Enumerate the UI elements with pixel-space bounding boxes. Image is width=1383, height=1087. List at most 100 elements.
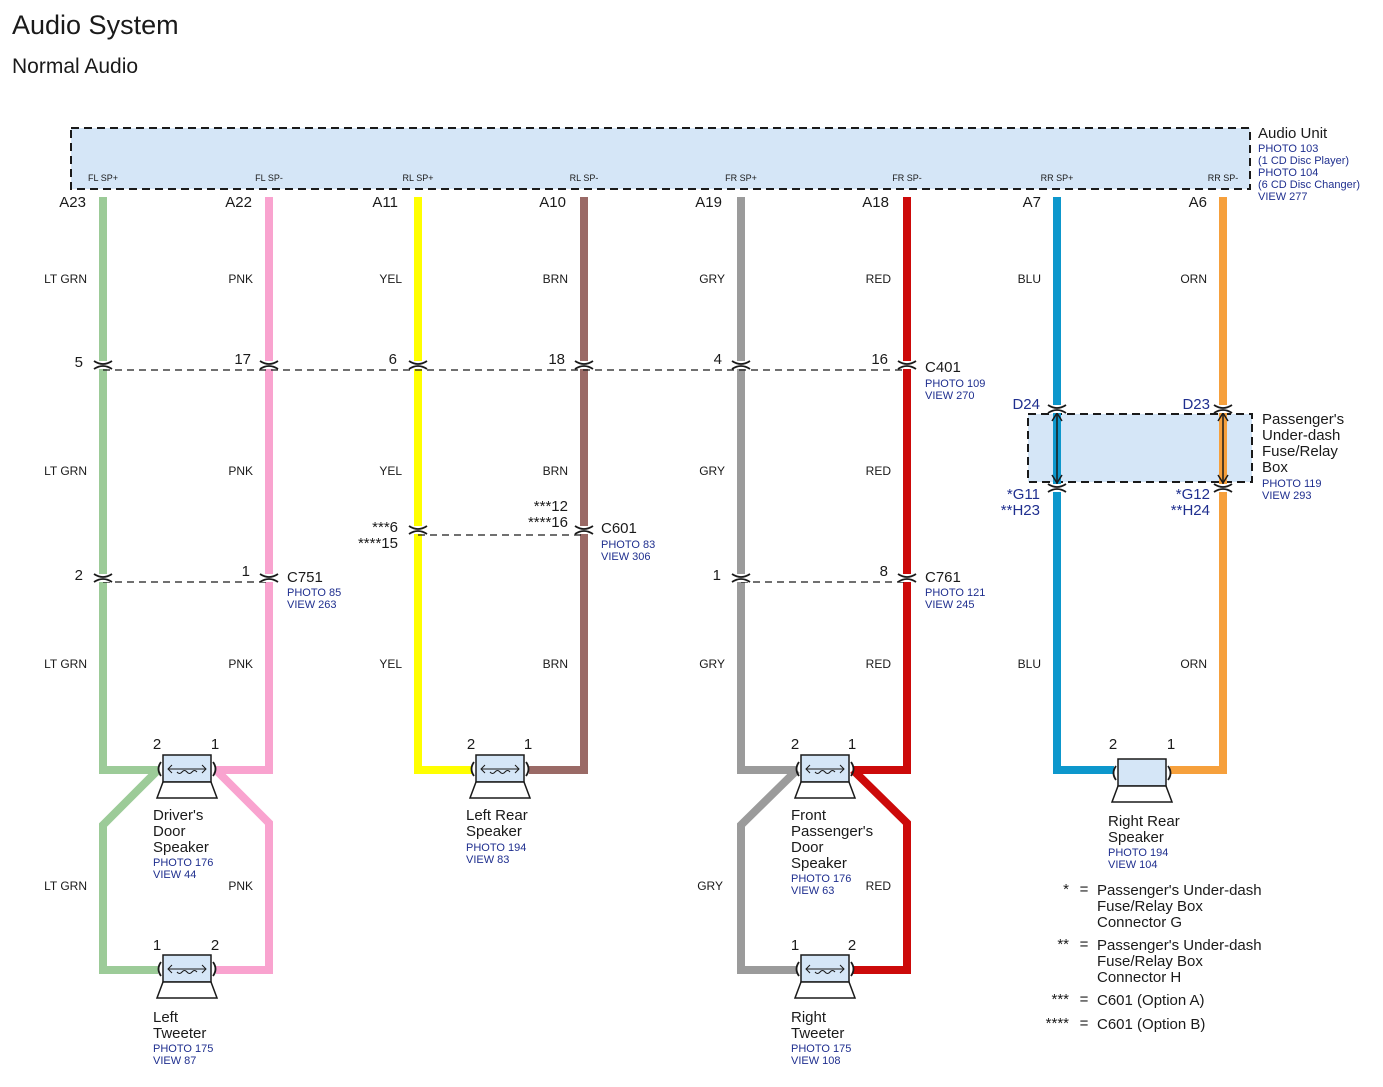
wires — [99, 197, 1227, 974]
speaker-icon — [468, 754, 532, 799]
terminal-label: RL SP- — [570, 173, 599, 183]
legend-equals: = — [1080, 1015, 1089, 1032]
page-title: Audio System — [12, 10, 179, 40]
legend-equals: = — [1080, 936, 1089, 953]
wire-color-label: LT GRN — [44, 464, 87, 478]
connector-pin-mark — [259, 360, 279, 370]
fuse-box-jumpers — [1051, 411, 1229, 485]
c601-pin: ****15 — [358, 535, 398, 552]
legend-text: Connector G — [1097, 914, 1182, 931]
speaker-symbols — [155, 754, 1174, 999]
right-tweeter-ref: PHOTO 175 — [791, 1043, 851, 1055]
connector-pin-mark — [731, 573, 751, 583]
wire-lt-grn — [99, 197, 158, 774]
legend-symbol: **** — [1046, 1015, 1070, 1032]
legend-text: C601 (Option A) — [1097, 992, 1205, 1009]
wire-color-label: LT GRN — [44, 879, 87, 893]
speaker-icon — [1110, 758, 1174, 803]
wire-color-label: BRN — [543, 657, 568, 671]
wire-color-label: RED — [866, 657, 892, 671]
fuse-box-name: Fuse/Relay — [1262, 443, 1338, 460]
fuse-box-pin: *G12 — [1176, 486, 1210, 503]
audio-unit-ref: PHOTO 103 — [1258, 143, 1318, 155]
drivers-speaker-name: Speaker — [153, 839, 209, 856]
legend-symbol: *** — [1051, 991, 1069, 1008]
wire-gry — [737, 767, 800, 974]
c601-pin: ***12 — [534, 498, 568, 515]
left-tweeter-name: Left — [153, 1009, 179, 1026]
c601-name: C601 — [601, 520, 637, 537]
page-subtitle: Normal Audio — [12, 55, 138, 78]
fuse-box-pin: D24 — [1012, 396, 1040, 413]
wire-color-label: PNK — [228, 879, 253, 893]
fuse-relay-box — [1027, 413, 1253, 483]
connector-pin-mark — [897, 360, 917, 370]
terminal-label: FR SP- — [892, 173, 922, 183]
wire-pnk — [216, 197, 273, 774]
right-tweeter-pin: 1 — [791, 937, 799, 954]
right-tweeter-name: Right — [791, 1009, 827, 1026]
wire-color-label: GRY — [699, 464, 725, 478]
front-pass-speaker-name: Speaker — [791, 855, 847, 872]
c401-pin: 16 — [871, 351, 888, 368]
front-pass-speaker-ref: VIEW 63 — [791, 885, 834, 897]
fuse-box-pin: **H23 — [1001, 502, 1040, 519]
legend-text: Connector H — [1097, 969, 1181, 986]
speaker-pins: 2 1 1 2 2 1 2 1 1 2 2 1 — [153, 736, 1175, 954]
connector-pin-mark — [1213, 404, 1233, 414]
left-tweeter-pin: 1 — [153, 937, 161, 954]
wire-color-label: PNK — [228, 464, 253, 478]
wire-color-label: RED — [866, 272, 892, 286]
right-tweeter-ref: VIEW 108 — [791, 1055, 841, 1067]
fuse-box-name: Passenger's — [1262, 411, 1344, 428]
wire-color-label: LT GRN — [44, 657, 87, 671]
wire-color-label: PNK — [228, 657, 253, 671]
connector-pin-mark — [1047, 404, 1067, 414]
wire-color-label: YEL — [379, 657, 402, 671]
c401-pin: 18 — [548, 351, 565, 368]
legend-symbol: ** — [1057, 936, 1069, 953]
wire-color-label: BLU — [1018, 272, 1041, 286]
component-names: Driver's Door Speaker PHOTO 176 VIEW 44 … — [153, 807, 1180, 1067]
audio-unit-ref: PHOTO 104 — [1258, 167, 1318, 179]
wire-color-label: BLU — [1018, 657, 1041, 671]
speaker-icon — [793, 954, 857, 999]
c761-ref: VIEW 245 — [925, 599, 975, 611]
terminal-label: RR SP+ — [1041, 173, 1074, 183]
connector-pin-mark — [1213, 483, 1233, 493]
c401-pin: 5 — [75, 354, 83, 371]
c401-ref: VIEW 270 — [925, 390, 975, 402]
wire-color-label: BRN — [543, 464, 568, 478]
c751-ref: PHOTO 85 — [287, 587, 341, 599]
connector-pin-mark — [408, 360, 428, 370]
connector-pin-mark — [1047, 483, 1067, 493]
audio-unit-ref: (6 CD Disc Changer) — [1258, 179, 1360, 191]
pin-label: A22 — [225, 194, 252, 211]
right-tweeter-name: Tweeter — [791, 1025, 844, 1042]
fuse-box-pin: D23 — [1182, 396, 1210, 413]
left-tweeter-ref: VIEW 87 — [153, 1055, 196, 1067]
legend-equals: = — [1080, 881, 1089, 898]
pin-label: A23 — [59, 194, 86, 211]
wire-blu — [1053, 197, 1114, 774]
wire-red — [853, 197, 911, 774]
audio-unit-ref: (1 CD Disc Player) — [1258, 155, 1349, 167]
wire-color-label: RED — [866, 879, 892, 893]
fuse-box-name: Box — [1262, 459, 1288, 476]
left-rear-speaker-ref: VIEW 83 — [466, 854, 509, 866]
terminal-label: FL SP+ — [88, 173, 118, 183]
connector-pin-mark — [259, 573, 279, 583]
front-pass-speaker-name: Passenger's — [791, 823, 873, 840]
c751-name: C751 — [287, 569, 323, 586]
pin-label: A18 — [862, 194, 889, 211]
wire-color-label: GRY — [697, 879, 723, 893]
left-tweeter-pin: 2 — [211, 937, 219, 954]
wire-color-label: ORN — [1180, 657, 1207, 671]
legend-text: Fuse/Relay Box — [1097, 953, 1203, 970]
wire-color-label: BRN — [543, 272, 568, 286]
wire-color-label: GRY — [699, 657, 725, 671]
connector-pin-marks — [93, 360, 1233, 583]
right-rear-speaker-ref: PHOTO 194 — [1108, 847, 1168, 859]
pin-label: A7 — [1023, 194, 1041, 211]
